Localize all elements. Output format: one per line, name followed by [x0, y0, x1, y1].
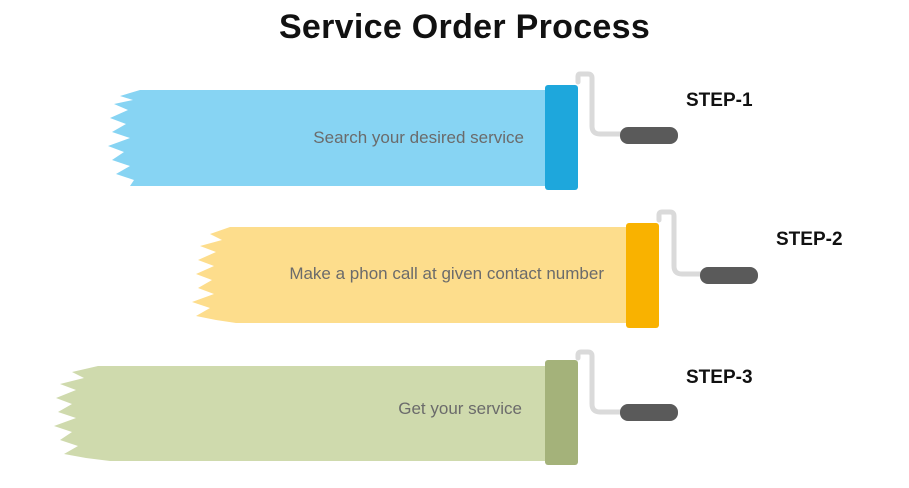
step-1-text: Search your desired service — [313, 128, 524, 147]
roller-frame-1 — [575, 71, 625, 137]
roller-frame-3 — [575, 349, 625, 415]
step-3-label: STEP-3 — [686, 367, 753, 388]
step-2-text: Make a phon call at given contact number — [289, 264, 604, 283]
step-2-label: STEP-2 — [776, 229, 843, 250]
paint-stroke-2 — [192, 227, 627, 323]
step-3-text: Get your service — [398, 399, 522, 418]
roller-handle-3 — [620, 404, 678, 421]
paint-stroke-3 — [54, 366, 546, 461]
roller-3 — [545, 360, 578, 465]
paint-stroke-1 — [108, 90, 546, 186]
roller-handle-2 — [700, 267, 758, 284]
roller-frame-2 — [656, 209, 706, 277]
page-title: Service Order Process — [278, 8, 651, 46]
step-1-label: STEP-1 — [686, 90, 753, 111]
roller-1 — [545, 85, 578, 190]
roller-2 — [626, 223, 659, 328]
roller-handle-1 — [620, 127, 678, 144]
